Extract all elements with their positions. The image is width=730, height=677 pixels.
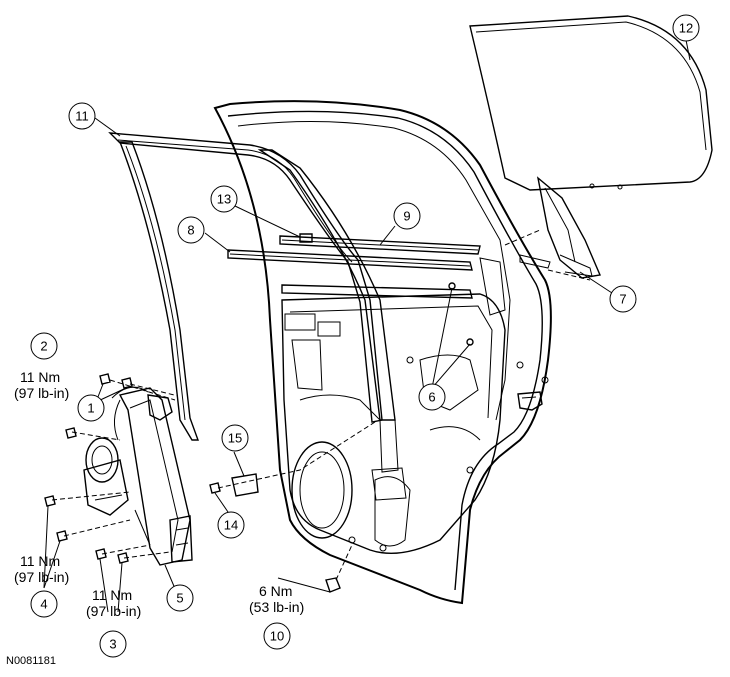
torque-spec-3: 11 Nm (97 lb-in) bbox=[86, 587, 141, 619]
torque-spec-2: 11 Nm (97 lb-in) bbox=[14, 369, 69, 401]
torque-lbin: (97 lb-in) bbox=[14, 569, 69, 585]
callout-number: 14 bbox=[224, 518, 238, 533]
callout-8: 8 bbox=[177, 216, 205, 244]
callout-number: 8 bbox=[187, 223, 194, 238]
callout-number: 1 bbox=[87, 401, 94, 416]
torque-nm: 11 Nm bbox=[20, 553, 60, 569]
glass-run-channel bbox=[108, 132, 396, 441]
callout-number: 13 bbox=[217, 192, 231, 207]
torque-lbin: (97 lb-in) bbox=[14, 385, 69, 401]
torque-nm: 6 Nm bbox=[259, 583, 292, 599]
fasteners bbox=[44, 282, 474, 593]
callout-number: 2 bbox=[40, 339, 47, 354]
callout-12: 12 bbox=[672, 14, 700, 42]
callout-number: 15 bbox=[228, 431, 242, 446]
callout-6: 6 bbox=[418, 383, 446, 411]
callout-7: 7 bbox=[609, 285, 637, 313]
torque-spec-10: 6 Nm (53 lb-in) bbox=[249, 583, 304, 615]
alignment-lines bbox=[51, 229, 591, 581]
callout-number: 3 bbox=[109, 637, 116, 652]
leader-lines bbox=[43, 39, 691, 613]
callout-number: 7 bbox=[619, 292, 626, 307]
callout-15: 15 bbox=[221, 424, 249, 452]
callout-number: 11 bbox=[75, 109, 89, 124]
figure-id: N0081181 bbox=[6, 655, 56, 667]
callout-2: 2 bbox=[30, 332, 58, 360]
door-shell bbox=[213, 100, 552, 605]
callout-5: 5 bbox=[166, 584, 194, 612]
torque-lbin: (53 lb-in) bbox=[249, 599, 304, 615]
torque-nm: 11 Nm bbox=[20, 369, 60, 385]
callout-1: 1 bbox=[77, 394, 105, 422]
callout-number: 10 bbox=[270, 629, 284, 644]
callout-number: 5 bbox=[176, 591, 183, 606]
callout-13: 13 bbox=[210, 185, 238, 213]
callout-11: 11 bbox=[68, 102, 96, 130]
callout-number: 4 bbox=[40, 597, 47, 612]
callout-number: 9 bbox=[403, 209, 410, 224]
callout-9: 9 bbox=[393, 202, 421, 230]
callout-number: 6 bbox=[428, 390, 435, 405]
callout-3: 3 bbox=[99, 630, 127, 658]
callout-14: 14 bbox=[217, 511, 245, 539]
torque-nm: 11 Nm bbox=[92, 587, 132, 603]
door-glass bbox=[469, 15, 713, 191]
callout-4: 4 bbox=[30, 590, 58, 618]
quarter-glass-bracket bbox=[519, 176, 601, 279]
torque-lbin: (97 lb-in) bbox=[86, 603, 141, 619]
callout-10: 10 bbox=[263, 622, 291, 650]
callout-number: 12 bbox=[679, 21, 693, 36]
torque-spec-4: 11 Nm (97 lb-in) bbox=[14, 553, 69, 585]
